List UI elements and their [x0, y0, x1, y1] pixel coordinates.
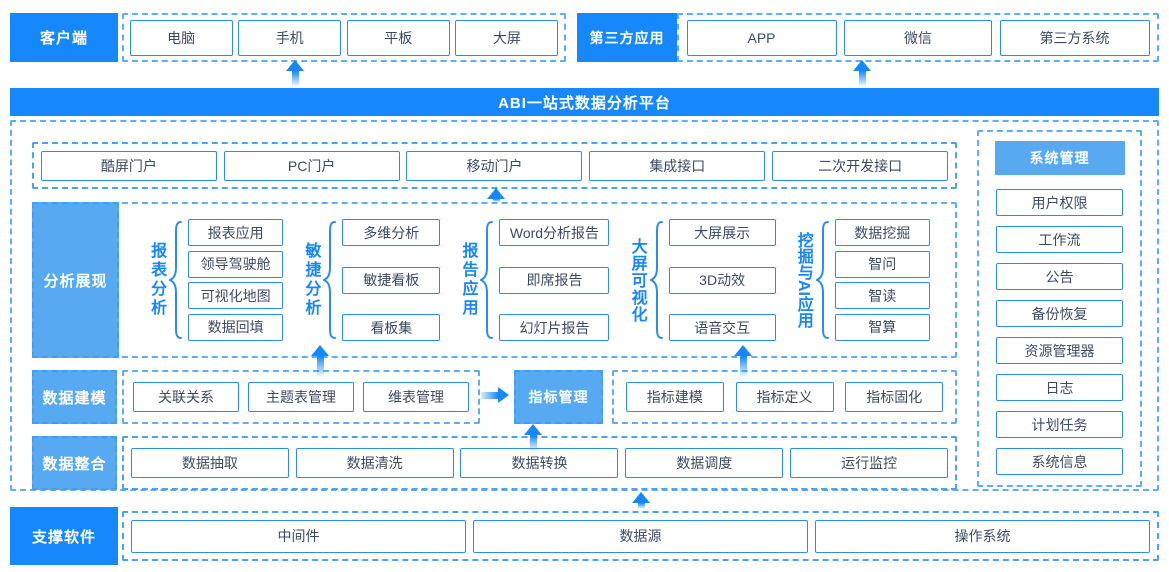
analysis-section: 分析展现 报表分析 报表应用 领导驾驶舱 可视化地图 数据回填 敏捷分析 — [32, 202, 957, 358]
up-arrow-icon — [524, 424, 542, 452]
metric-group: 指标建模 指标定义 指标固化 — [612, 370, 957, 424]
modeling-section-label: 数据建模 — [32, 370, 117, 424]
system-item-box: 资源管理器 — [996, 337, 1123, 364]
analysis-item-box: 语音交互 — [668, 314, 776, 341]
modeling-item-box: 主题表管理 — [248, 382, 354, 412]
analysis-item-box: 智算 — [834, 313, 930, 341]
right-arrow-icon — [481, 387, 509, 403]
analysis-item-box: 数据挖掘 — [834, 219, 930, 246]
system-item-box: 用户权限 — [996, 189, 1123, 216]
brace-icon — [649, 221, 663, 339]
analysis-group-ai: 挖掘与AI应用 数据挖掘 智问 智读 智算 — [795, 219, 930, 341]
modeling-item-box: 维表管理 — [363, 382, 469, 412]
system-column-header: 系统管理 — [994, 141, 1125, 175]
system-item-box: 计划任务 — [996, 411, 1123, 438]
integration-item-box: 数据转换 — [460, 448, 619, 478]
analysis-group-agile: 敏捷分析 多维分析 敏捷看板 看板集 — [302, 219, 441, 341]
client-devices-group: 电脑 手机 平板 大屏 — [122, 13, 566, 62]
metric-item-box: 指标定义 — [735, 382, 834, 412]
analysis-groups: 报表分析 报表应用 领导驾驶舱 可视化地图 数据回填 敏捷分析 — [129, 204, 949, 356]
metric-item-box: 指标固化 — [845, 382, 944, 412]
up-arrow-icon — [286, 60, 304, 87]
support-section-label: 支撑软件 — [10, 507, 118, 565]
up-arrow-icon — [632, 492, 650, 509]
portal-box: 酷屏门户 — [40, 150, 217, 181]
metric-item-box: 指标建模 — [625, 382, 724, 412]
up-arrow-icon — [853, 60, 871, 87]
integration-item-box: 运行监控 — [790, 448, 949, 478]
support-group: 中间件 数据源 操作系统 — [122, 511, 1159, 561]
analysis-item-box: 大屏展示 — [668, 219, 776, 246]
third-party-app-box: APP — [686, 19, 837, 56]
analysis-item-box: Word分析报告 — [499, 219, 610, 246]
support-item-box: 中间件 — [131, 519, 466, 553]
integration-item-box: 数据调度 — [625, 448, 784, 478]
analysis-group-label: 挖掘与AI应用 — [794, 232, 812, 328]
brace-icon — [815, 221, 829, 339]
analysis-group-label: 敏捷分析 — [302, 242, 320, 318]
integration-section-label: 数据整合 — [32, 436, 117, 490]
support-item-box: 数据源 — [473, 519, 808, 553]
analysis-item-box: 3D动效 — [668, 266, 776, 294]
analysis-group-bigscreen: 大屏可视化 大屏展示 3D动效 语音交互 — [629, 219, 776, 341]
third-party-app-box: 微信 — [844, 19, 992, 56]
integration-group: 数据抽取 数据清洗 数据转换 数据调度 运行监控 — [122, 436, 957, 490]
analysis-item-box: 领导驾驶舱 — [188, 250, 284, 278]
support-item-box: 操作系统 — [815, 519, 1150, 553]
analysis-item-box: 报表应用 — [188, 219, 284, 246]
modeling-item-box: 关联关系 — [133, 382, 239, 412]
third-party-app-box: 第三方系统 — [999, 19, 1150, 56]
third-party-apps-group: APP 微信 第三方系统 — [677, 13, 1159, 62]
integration-item-box: 数据抽取 — [130, 448, 289, 478]
analysis-section-label: 分析展现 — [32, 202, 119, 358]
analysis-item-box: 即席报告 — [499, 266, 610, 294]
platform-banner-title: ABI一站式数据分析平台 — [10, 88, 1159, 116]
up-arrow-icon — [734, 345, 752, 378]
client-device-box: 大屏 — [455, 19, 559, 56]
main-panel: 酷屏门户 PC门户 移动门户 集成接口 二次开发接口 分析展现 报表分析 报表应… — [10, 120, 1159, 491]
client-device-box: 平板 — [346, 19, 450, 56]
analysis-item-box: 智问 — [834, 250, 930, 278]
brace-icon — [169, 221, 183, 339]
analysis-group-label: 报表分析 — [148, 242, 166, 318]
analysis-item-box: 可视化地图 — [188, 282, 284, 310]
analysis-item-box: 数据回填 — [188, 313, 284, 341]
up-arrow-icon — [487, 188, 505, 202]
portal-box: 集成接口 — [589, 150, 766, 181]
brace-icon — [323, 221, 337, 339]
system-column: 系统管理 用户权限 工作流 公告 备份恢复 资源管理器 日志 计划任务 系统信息 — [977, 130, 1142, 487]
system-item-box: 备份恢复 — [996, 300, 1123, 327]
metric-management-box: 指标管理 — [514, 370, 603, 424]
analysis-group-reporting: 报告应用 Word分析报告 即席报告 幻灯片报告 — [459, 219, 610, 341]
analysis-item-box: 敏捷看板 — [342, 266, 441, 294]
analysis-item-box: 智读 — [834, 282, 930, 310]
analysis-group-label: 大屏可视化 — [628, 237, 646, 323]
system-item-box: 公告 — [996, 263, 1123, 290]
client-device-box: 手机 — [238, 19, 342, 56]
brace-icon — [480, 221, 494, 339]
portal-box: 二次开发接口 — [772, 150, 949, 181]
analysis-group-report: 报表分析 报表应用 领导驾驶舱 可视化地图 数据回填 — [148, 219, 284, 341]
portal-box: PC门户 — [223, 150, 400, 181]
analysis-item-box: 看板集 — [342, 314, 441, 341]
system-item-box: 日志 — [996, 374, 1123, 401]
integration-item-box: 数据清洗 — [295, 448, 454, 478]
analysis-item-box: 幻灯片报告 — [499, 314, 610, 341]
third-party-section-label: 第三方应用 — [577, 13, 677, 62]
client-section-label: 客户端 — [10, 13, 118, 62]
system-item-box: 系统信息 — [996, 448, 1123, 475]
portal-box: 移动门户 — [406, 150, 583, 181]
analysis-group-label: 报告应用 — [459, 242, 477, 318]
modeling-group: 关联关系 主题表管理 维表管理 — [122, 370, 480, 424]
analysis-item-box: 多维分析 — [342, 219, 441, 246]
up-arrow-icon — [311, 345, 329, 378]
client-device-box: 电脑 — [129, 19, 233, 56]
system-item-box: 工作流 — [996, 226, 1123, 253]
portal-row: 酷屏门户 PC门户 移动门户 集成接口 二次开发接口 — [32, 142, 957, 189]
